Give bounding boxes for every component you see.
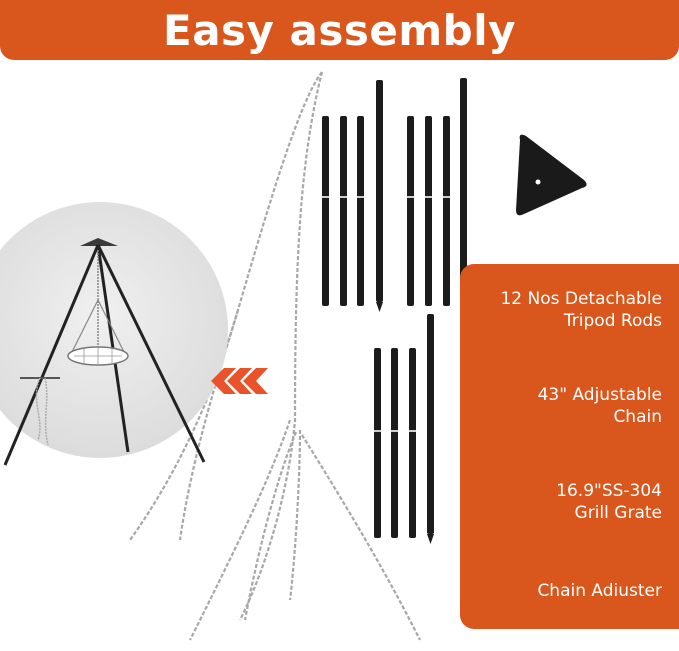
feature-chain: 43" Adjustable Chain	[538, 384, 662, 428]
feature-line: Chain	[613, 407, 662, 428]
plate-icon	[516, 134, 587, 216]
tripod-photo	[0, 202, 228, 466]
rod-icon	[322, 78, 467, 544]
feature-line: Chain Adiuster	[537, 581, 662, 601]
features-panel: 12 Nos Detachable Tripod Rods 43" Adjust…	[460, 264, 679, 629]
chevron-left-icon	[211, 368, 268, 394]
feature-line: 16.9"SS-304	[556, 481, 662, 501]
page-title: Easy assembly	[163, 5, 516, 55]
chain-icon	[129, 71, 421, 641]
feature-line: 12 Nos Detachable	[500, 289, 662, 309]
feature-line: Grill Grate	[574, 503, 662, 524]
title-banner: Easy assembly	[0, 0, 679, 60]
feature-line: 43" Adjustable	[537, 385, 662, 405]
feature-grill-grate: 16.9"SS-304 Grill Grate	[556, 480, 662, 524]
feature-tripod-rods: 12 Nos Detachable Tripod Rods	[500, 288, 662, 332]
feature-line: Tripod Rods	[563, 311, 662, 332]
feature-chain-adjuster: Chain Adiuster	[537, 580, 662, 602]
